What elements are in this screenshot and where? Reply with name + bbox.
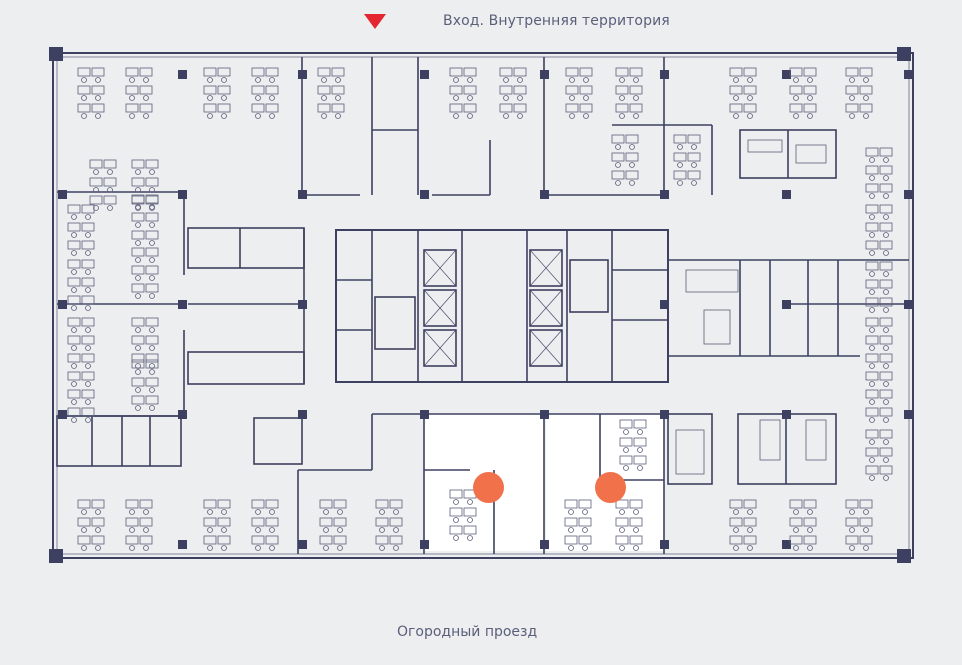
available-zone <box>424 414 664 551</box>
entrance-arrow-icon <box>364 14 386 29</box>
furniture <box>67 67 893 551</box>
columns <box>49 47 913 563</box>
office-b-marker[interactable] <box>595 472 626 503</box>
office-a-marker[interactable] <box>473 472 504 503</box>
entrance-label: Вход. Внутренняя территория <box>443 13 670 29</box>
street-label: Огородный проезд <box>397 624 538 640</box>
